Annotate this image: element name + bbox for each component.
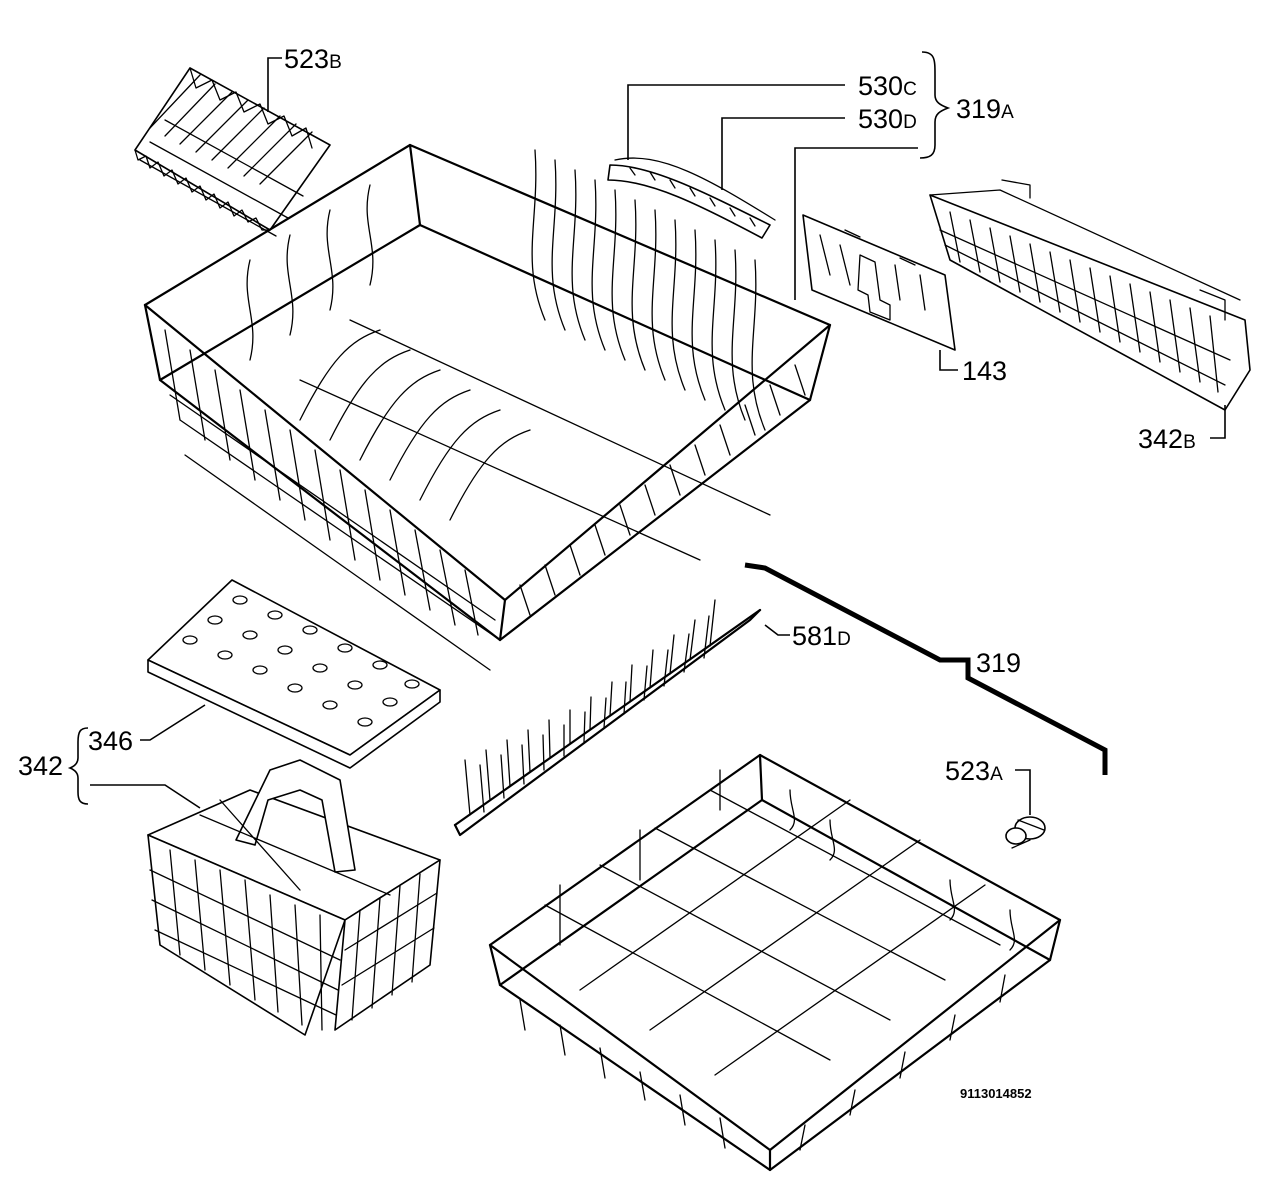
part-342-cutlery-basket xyxy=(147,759,441,1036)
label-319a-suffix: A xyxy=(1001,102,1014,123)
label-523a-number: 523 xyxy=(945,756,990,786)
brace-319a: 319A xyxy=(919,51,1014,159)
label-319a-number: 319 xyxy=(956,94,1001,124)
svg-text:342B: 342B xyxy=(1138,424,1196,454)
label-342: 342 xyxy=(18,727,201,809)
label-319: 319 xyxy=(744,562,1108,775)
label-523b-suffix: B xyxy=(329,52,342,73)
part-523a-wheel xyxy=(1005,816,1046,849)
label-530c-number: 530 xyxy=(858,71,903,101)
label-530d-number: 530 xyxy=(858,104,903,134)
label-581d-number: 581 xyxy=(792,621,837,651)
label-523b-number: 523 xyxy=(284,44,329,74)
label-530c: 530C xyxy=(627,71,917,160)
label-342b-suffix: B xyxy=(1183,432,1196,453)
part-346-basket-lid xyxy=(147,579,441,769)
part-523b-tine-insert xyxy=(134,67,331,237)
label-346-number: 346 xyxy=(88,726,133,756)
svg-text:530C: 530C xyxy=(858,71,917,101)
label-530c-suffix: C xyxy=(903,79,917,100)
part-143-adjuster xyxy=(802,214,956,351)
svg-text:523B: 523B xyxy=(284,44,342,74)
label-143: 143 xyxy=(794,147,1007,386)
part-319-lower-basket xyxy=(488,753,1062,1172)
label-143-number: 143 xyxy=(962,356,1007,386)
label-342b: 342B xyxy=(1138,405,1226,454)
svg-text:319A: 319A xyxy=(956,94,1014,124)
label-523b: 523B xyxy=(267,44,342,112)
label-523a: 523A xyxy=(945,756,1031,815)
label-530d-suffix: D xyxy=(903,112,917,133)
label-530d: 530D xyxy=(721,104,917,190)
part-530c-530d-rail xyxy=(607,157,776,239)
label-342-number: 342 xyxy=(18,751,63,781)
label-523a-suffix: A xyxy=(990,764,1003,785)
svg-text:530D: 530D xyxy=(858,104,917,134)
part-581d-tine-row xyxy=(453,599,762,837)
svg-text:523A: 523A xyxy=(945,756,1003,786)
label-342b-number: 342 xyxy=(1138,424,1183,454)
label-319-number: 319 xyxy=(976,648,1021,678)
label-581d-suffix: D xyxy=(837,629,851,650)
label-346: 346 xyxy=(88,704,206,756)
svg-text:581D: 581D xyxy=(792,621,851,651)
drawing-code: 9113014852 xyxy=(960,1086,1032,1101)
label-581d: 581D xyxy=(764,621,851,651)
part-319a-upper-basket xyxy=(143,143,832,671)
part-342b-shelf-basket xyxy=(929,179,1251,411)
